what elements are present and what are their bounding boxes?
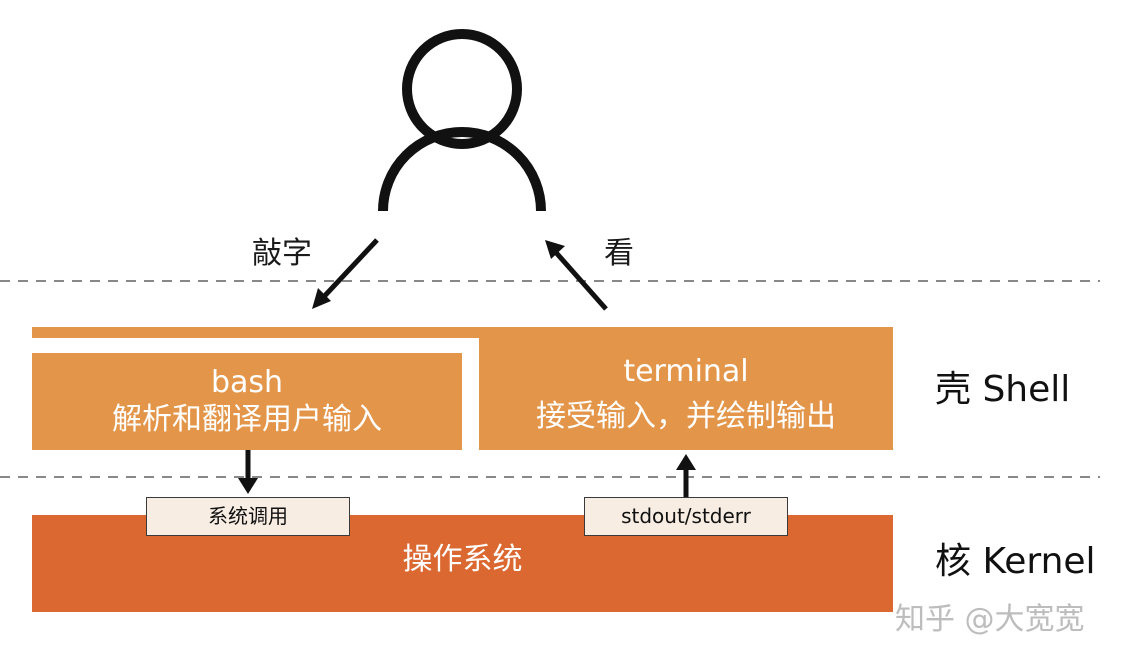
bash-title: bash: [210, 365, 284, 400]
terminal-box: terminal 接受输入，并绘制输出: [479, 338, 893, 450]
stdout-tag: stdout/stderr: [584, 497, 788, 536]
type-label: 敲字: [252, 236, 312, 271]
kernel-layer-label: 核 Kernel: [935, 541, 1096, 582]
type-arrow-head: [312, 288, 331, 309]
type-arrow: [316, 238, 379, 305]
shell-top-strip: [32, 327, 893, 338]
bash-description: 解析和翻译用户输入: [112, 402, 382, 437]
terminal-title: terminal: [623, 354, 749, 389]
kernel-box-label: 操作系统: [402, 542, 523, 577]
look-label: 看: [604, 236, 634, 271]
stdout-arrow-head: [676, 454, 696, 470]
terminal-description: 接受输入，并绘制输出: [536, 399, 836, 434]
syscall-tag: 系统调用: [146, 497, 350, 536]
look-arrow: [550, 246, 608, 311]
syscall-arrow-head: [238, 478, 258, 494]
watermark: 知乎 @大宽宽: [895, 602, 1085, 637]
shell-layer-label: 壳 Shell: [935, 369, 1071, 410]
user-icon: [378, 29, 546, 212]
look-arrow-head: [545, 240, 565, 259]
bash-box: bash 解析和翻译用户输入: [32, 353, 462, 450]
